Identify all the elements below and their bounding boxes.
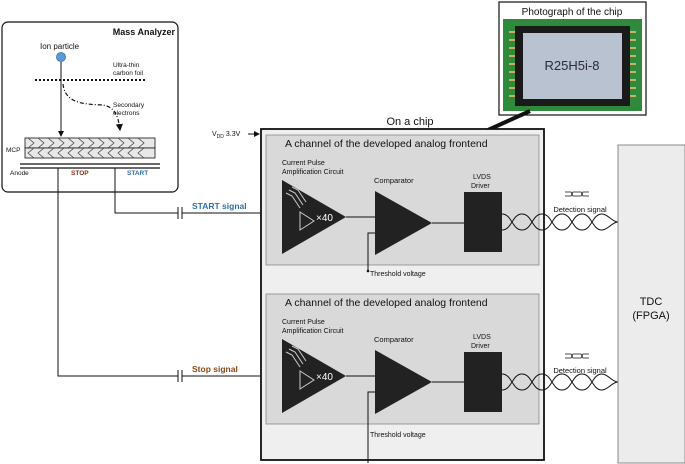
lvds-driver-1 bbox=[464, 192, 502, 252]
analyzer-wires: START signal Stop signal bbox=[57, 168, 286, 382]
comparator-1-icon bbox=[375, 191, 432, 255]
chip-label: On a chip bbox=[386, 116, 433, 128]
mcp-label: MCP bbox=[6, 147, 20, 154]
tdc-label-line2: (FPGA) bbox=[632, 310, 669, 322]
amplifier-2-icon bbox=[282, 339, 346, 413]
comparator-2-icon bbox=[375, 350, 432, 414]
amp-2-label-line1: Current Pulse bbox=[282, 319, 325, 326]
lvds-1-label-line2: Driver bbox=[471, 183, 490, 190]
vdd-label: VDD 3.3V bbox=[212, 131, 241, 140]
mass-analyzer-title: Mass Analyzer bbox=[113, 27, 176, 37]
amp-1-label-line2: Amplification Circuit bbox=[282, 169, 344, 176]
lvds-1-label-line1: LVDS bbox=[473, 174, 491, 181]
photo-label: Photograph of the chip bbox=[522, 7, 623, 18]
lvds-2-label-line2: Driver bbox=[471, 343, 490, 350]
analog-channel-2: A channel of the developed analog fronte… bbox=[265, 293, 540, 463]
threshold-1-label: Threshold voltage bbox=[370, 271, 426, 278]
chip-marking: R25H5i-8 bbox=[545, 58, 600, 73]
amp-2-label-line2: Amplification Circuit bbox=[282, 328, 344, 335]
channel-1-title: A channel of the developed analog fronte… bbox=[285, 138, 488, 150]
mass-analyzer: Mass Analyzer Ion particle Ultra-thin ca… bbox=[1, 21, 179, 193]
threshold-2-label: Threshold voltage bbox=[370, 432, 426, 439]
lvds-driver-2 bbox=[464, 352, 502, 412]
differential-signal-icon-2 bbox=[565, 353, 589, 359]
ion-particle-label: Ion particle bbox=[40, 42, 80, 51]
start-label: START bbox=[127, 170, 148, 177]
foil-label-line1: Ultra-thin bbox=[113, 62, 140, 69]
secondary-label-line1: Secondary bbox=[113, 102, 145, 109]
tdc-block: TDC (FPGA) bbox=[617, 144, 685, 464]
comparator-2-label: Comparator bbox=[374, 335, 414, 344]
differential-line-2: Detection signal bbox=[501, 353, 619, 391]
gain-2: ×40 bbox=[316, 372, 333, 383]
analog-channel-1: A channel of the developed analog fronte… bbox=[265, 134, 540, 278]
anode-label: Anode bbox=[10, 170, 29, 177]
gain-1: ×40 bbox=[316, 213, 333, 224]
ion-particle-icon bbox=[56, 52, 66, 62]
amplifier-1-icon bbox=[282, 180, 346, 254]
stop-signal-label: Stop signal bbox=[192, 364, 238, 374]
start-signal-label: START signal bbox=[192, 201, 247, 211]
tdc-label-line1: TDC bbox=[640, 296, 663, 308]
secondary-label-line2: electrons bbox=[113, 110, 140, 117]
differential-line-1: Detection signal bbox=[501, 191, 619, 231]
amp-1-label-line1: Current Pulse bbox=[282, 160, 325, 167]
lvds-2-label-line1: LVDS bbox=[473, 334, 491, 341]
detection-2-label: Detection signal bbox=[553, 366, 607, 375]
comparator-1-label: Comparator bbox=[374, 176, 414, 185]
differential-signal-icon-1 bbox=[565, 191, 589, 197]
mcp-plate bbox=[20, 137, 160, 169]
foil-label-line2: carbon foil bbox=[113, 70, 144, 77]
stop-label: STOP bbox=[71, 170, 89, 177]
detection-1-label: Detection signal bbox=[553, 205, 607, 214]
channel-2-title: A channel of the developed analog fronte… bbox=[285, 297, 488, 309]
chip-photo: Photograph of the chip R25H5i-8 bbox=[498, 1, 647, 116]
